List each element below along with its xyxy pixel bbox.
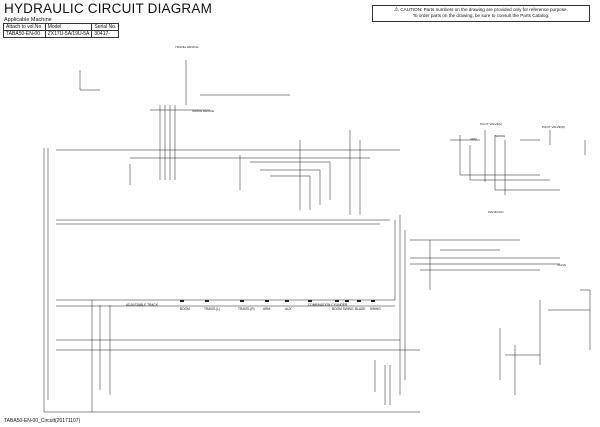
applicable-machine-label: Applicable Machine bbox=[4, 17, 52, 23]
label-travel-r: TRAVEL(R) bbox=[238, 307, 255, 311]
label-boom: BOOM bbox=[180, 307, 190, 311]
label-pilot-valve-r: PILOT VALVE(R) bbox=[542, 125, 565, 129]
label-swing: SWING bbox=[370, 307, 381, 311]
page-title: HYDRAULIC CIRCUIT DIAGRAM bbox=[4, 1, 213, 16]
circuit-lines bbox=[43, 60, 591, 413]
label-blade: BLADE bbox=[355, 307, 365, 311]
table-row: TABA50-EN-00 ZX17U-5A/19U-5A 30417- bbox=[3, 30, 120, 38]
label-pilot-arm: ARM bbox=[470, 137, 477, 141]
label-manifold: MANIFOLD bbox=[488, 210, 504, 214]
label-travel-l: TRAVEL(L) bbox=[204, 307, 220, 311]
label-valve: VALVE bbox=[557, 263, 566, 267]
component-labels: ADJUSTABLE TRACK BOOM TRAVEL(L) TRAVEL(R… bbox=[126, 45, 566, 311]
label-pilot-swing: SWING bbox=[495, 134, 506, 138]
caution-line-1: CAUTION: Parts numbers on the drawing ar… bbox=[400, 7, 568, 12]
machine-info-table: Attach to vol.No. Model Serial No. TABA5… bbox=[3, 23, 120, 38]
label-combination-cylinder: COMBINATION CYLINDER bbox=[308, 303, 348, 307]
label-pilot-valve-l: PILOT VALVE(L) bbox=[480, 122, 502, 126]
caution-line-2: To order parts on the drawing, be sure t… bbox=[412, 13, 550, 18]
label-aux: AUX bbox=[285, 307, 292, 311]
footer-doc-id: TABA50-EN-00_Circuit(20171107) bbox=[4, 418, 81, 424]
valve-symbols bbox=[180, 300, 375, 302]
table-cell: 30417- bbox=[91, 30, 120, 38]
label-swing-device: SWING DEVICE bbox=[192, 109, 214, 113]
caution-box: ⚠ CAUTION: Parts numbers on the drawing … bbox=[372, 5, 590, 22]
warning-icon: ⚠ bbox=[394, 7, 400, 13]
label-boom-swing: BOOM SWING bbox=[332, 307, 354, 311]
table-row: Attach to vol.No. Model Serial No. bbox=[3, 23, 120, 31]
label-arm: ARM bbox=[263, 307, 270, 311]
label-travel-device: TRAVEL DEVICE bbox=[175, 45, 198, 49]
label-adjustable-track: ADJUSTABLE TRACK bbox=[126, 303, 159, 307]
